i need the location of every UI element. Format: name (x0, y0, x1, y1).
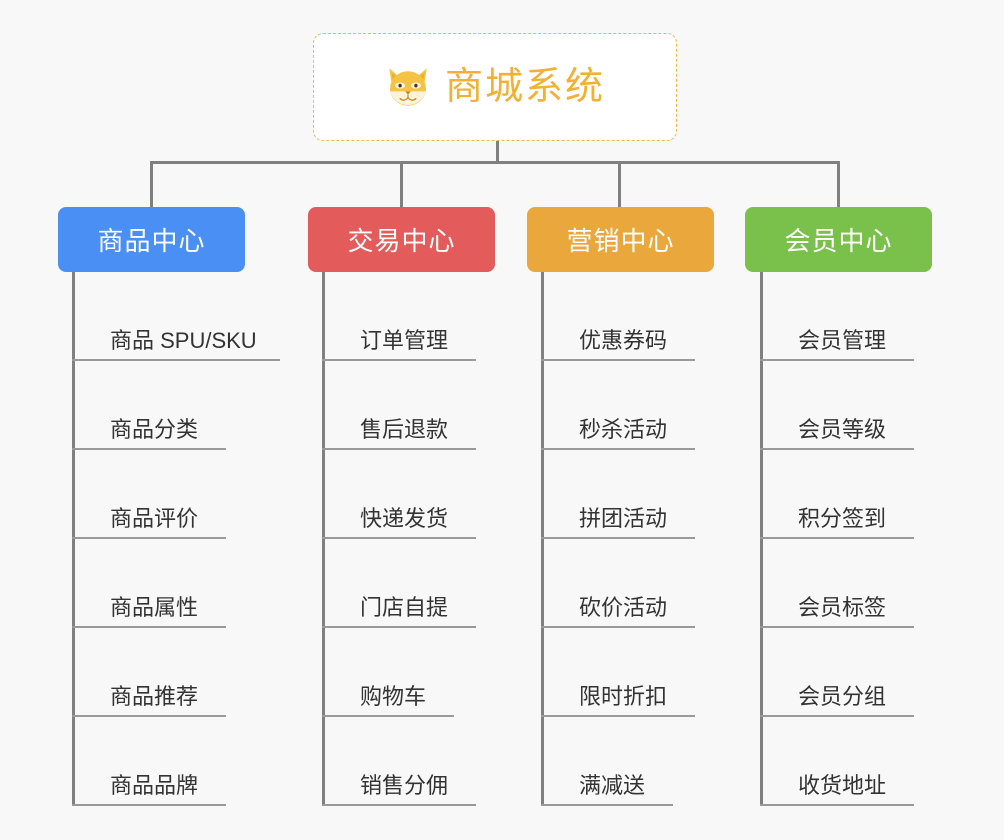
leaf-item[interactable]: 满减送 (541, 717, 673, 806)
leaf-item[interactable]: 订单管理 (322, 272, 476, 361)
leaf-item[interactable]: 会员分组 (760, 628, 914, 717)
connector-drop-1 (150, 161, 153, 207)
leaf-label: 会员分组 (798, 683, 887, 709)
leaf-label: 快递发货 (360, 505, 449, 531)
leaf-item[interactable]: 砍价活动 (541, 539, 695, 628)
leaf-label: 商品品牌 (110, 772, 199, 798)
column-spine-2 (322, 272, 325, 806)
leaf-item[interactable]: 商品分类 (72, 361, 226, 450)
connector-root-stem (496, 141, 499, 163)
connector-horizontal-bus (150, 161, 840, 164)
category-label-4: 会员中心 (784, 226, 893, 256)
connector-drop-3 (618, 161, 621, 207)
root-node[interactable]: 商城系统 (313, 33, 677, 141)
leaf-label: 积分签到 (798, 505, 887, 531)
connector-drop-4 (837, 161, 840, 207)
connector-drop-2 (400, 161, 403, 207)
leaf-label: 满减送 (579, 772, 646, 798)
category-label-2: 交易中心 (347, 226, 456, 256)
column-spine-4 (760, 272, 763, 806)
leaf-item[interactable]: 商品评价 (72, 450, 226, 539)
leaf-item[interactable]: 门店自提 (322, 539, 476, 628)
leaf-label: 优惠券码 (579, 327, 668, 353)
leaf-item[interactable]: 商品 SPU/SKU (72, 272, 280, 361)
category-label-1: 商品中心 (97, 226, 206, 256)
leaf-label: 销售分佣 (360, 772, 449, 798)
leaf-item[interactable]: 商品推荐 (72, 628, 226, 717)
leaf-item[interactable]: 售后退款 (322, 361, 476, 450)
leaf-label: 砍价活动 (579, 594, 668, 620)
leaf-item[interactable]: 限时折扣 (541, 628, 695, 717)
category-box-3[interactable]: 营销中心 (527, 207, 714, 272)
category-box-1[interactable]: 商品中心 (58, 207, 245, 272)
column-spine-1 (72, 272, 75, 806)
leaf-label: 商品评价 (110, 505, 199, 531)
leaf-label: 门店自提 (360, 594, 449, 620)
leaf-label: 会员等级 (798, 416, 887, 442)
leaf-item[interactable]: 优惠券码 (541, 272, 695, 361)
category-box-2[interactable]: 交易中心 (308, 207, 495, 272)
leaf-item[interactable]: 积分签到 (760, 450, 914, 539)
leaf-label: 限时折扣 (579, 683, 668, 709)
leaf-label: 商品属性 (110, 594, 199, 620)
leaf-label: 拼团活动 (579, 505, 668, 531)
leaf-item[interactable]: 会员等级 (760, 361, 914, 450)
leaf-item[interactable]: 会员管理 (760, 272, 914, 361)
leaf-label: 商品推荐 (110, 683, 199, 709)
leaf-item[interactable]: 购物车 (322, 628, 454, 717)
leaf-label: 商品分类 (110, 416, 199, 442)
leaf-label: 会员标签 (798, 594, 887, 620)
leaf-label: 秒杀活动 (579, 416, 668, 442)
leaf-item[interactable]: 快递发货 (322, 450, 476, 539)
category-box-4[interactable]: 会员中心 (745, 207, 932, 272)
leaf-item[interactable]: 商品品牌 (72, 717, 226, 806)
leaf-item[interactable]: 收货地址 (760, 717, 914, 806)
leaf-label: 收货地址 (798, 772, 887, 798)
leaf-item[interactable]: 商品属性 (72, 539, 226, 628)
leaf-item[interactable]: 会员标签 (760, 539, 914, 628)
leaf-item[interactable]: 销售分佣 (322, 717, 476, 806)
leaf-item[interactable]: 秒杀活动 (541, 361, 695, 450)
leaf-label: 购物车 (360, 683, 427, 709)
leaf-label: 售后退款 (360, 416, 449, 442)
column-spine-3 (541, 272, 544, 806)
leaf-label: 会员管理 (798, 327, 887, 353)
category-label-3: 营销中心 (566, 226, 675, 256)
root-title: 商城系统 (444, 66, 605, 108)
leaf-item[interactable]: 拼团活动 (541, 450, 695, 539)
leaf-label: 商品 SPU/SKU (110, 327, 257, 353)
leaf-label: 订单管理 (360, 327, 449, 353)
shiba-dog-icon (389, 68, 427, 106)
